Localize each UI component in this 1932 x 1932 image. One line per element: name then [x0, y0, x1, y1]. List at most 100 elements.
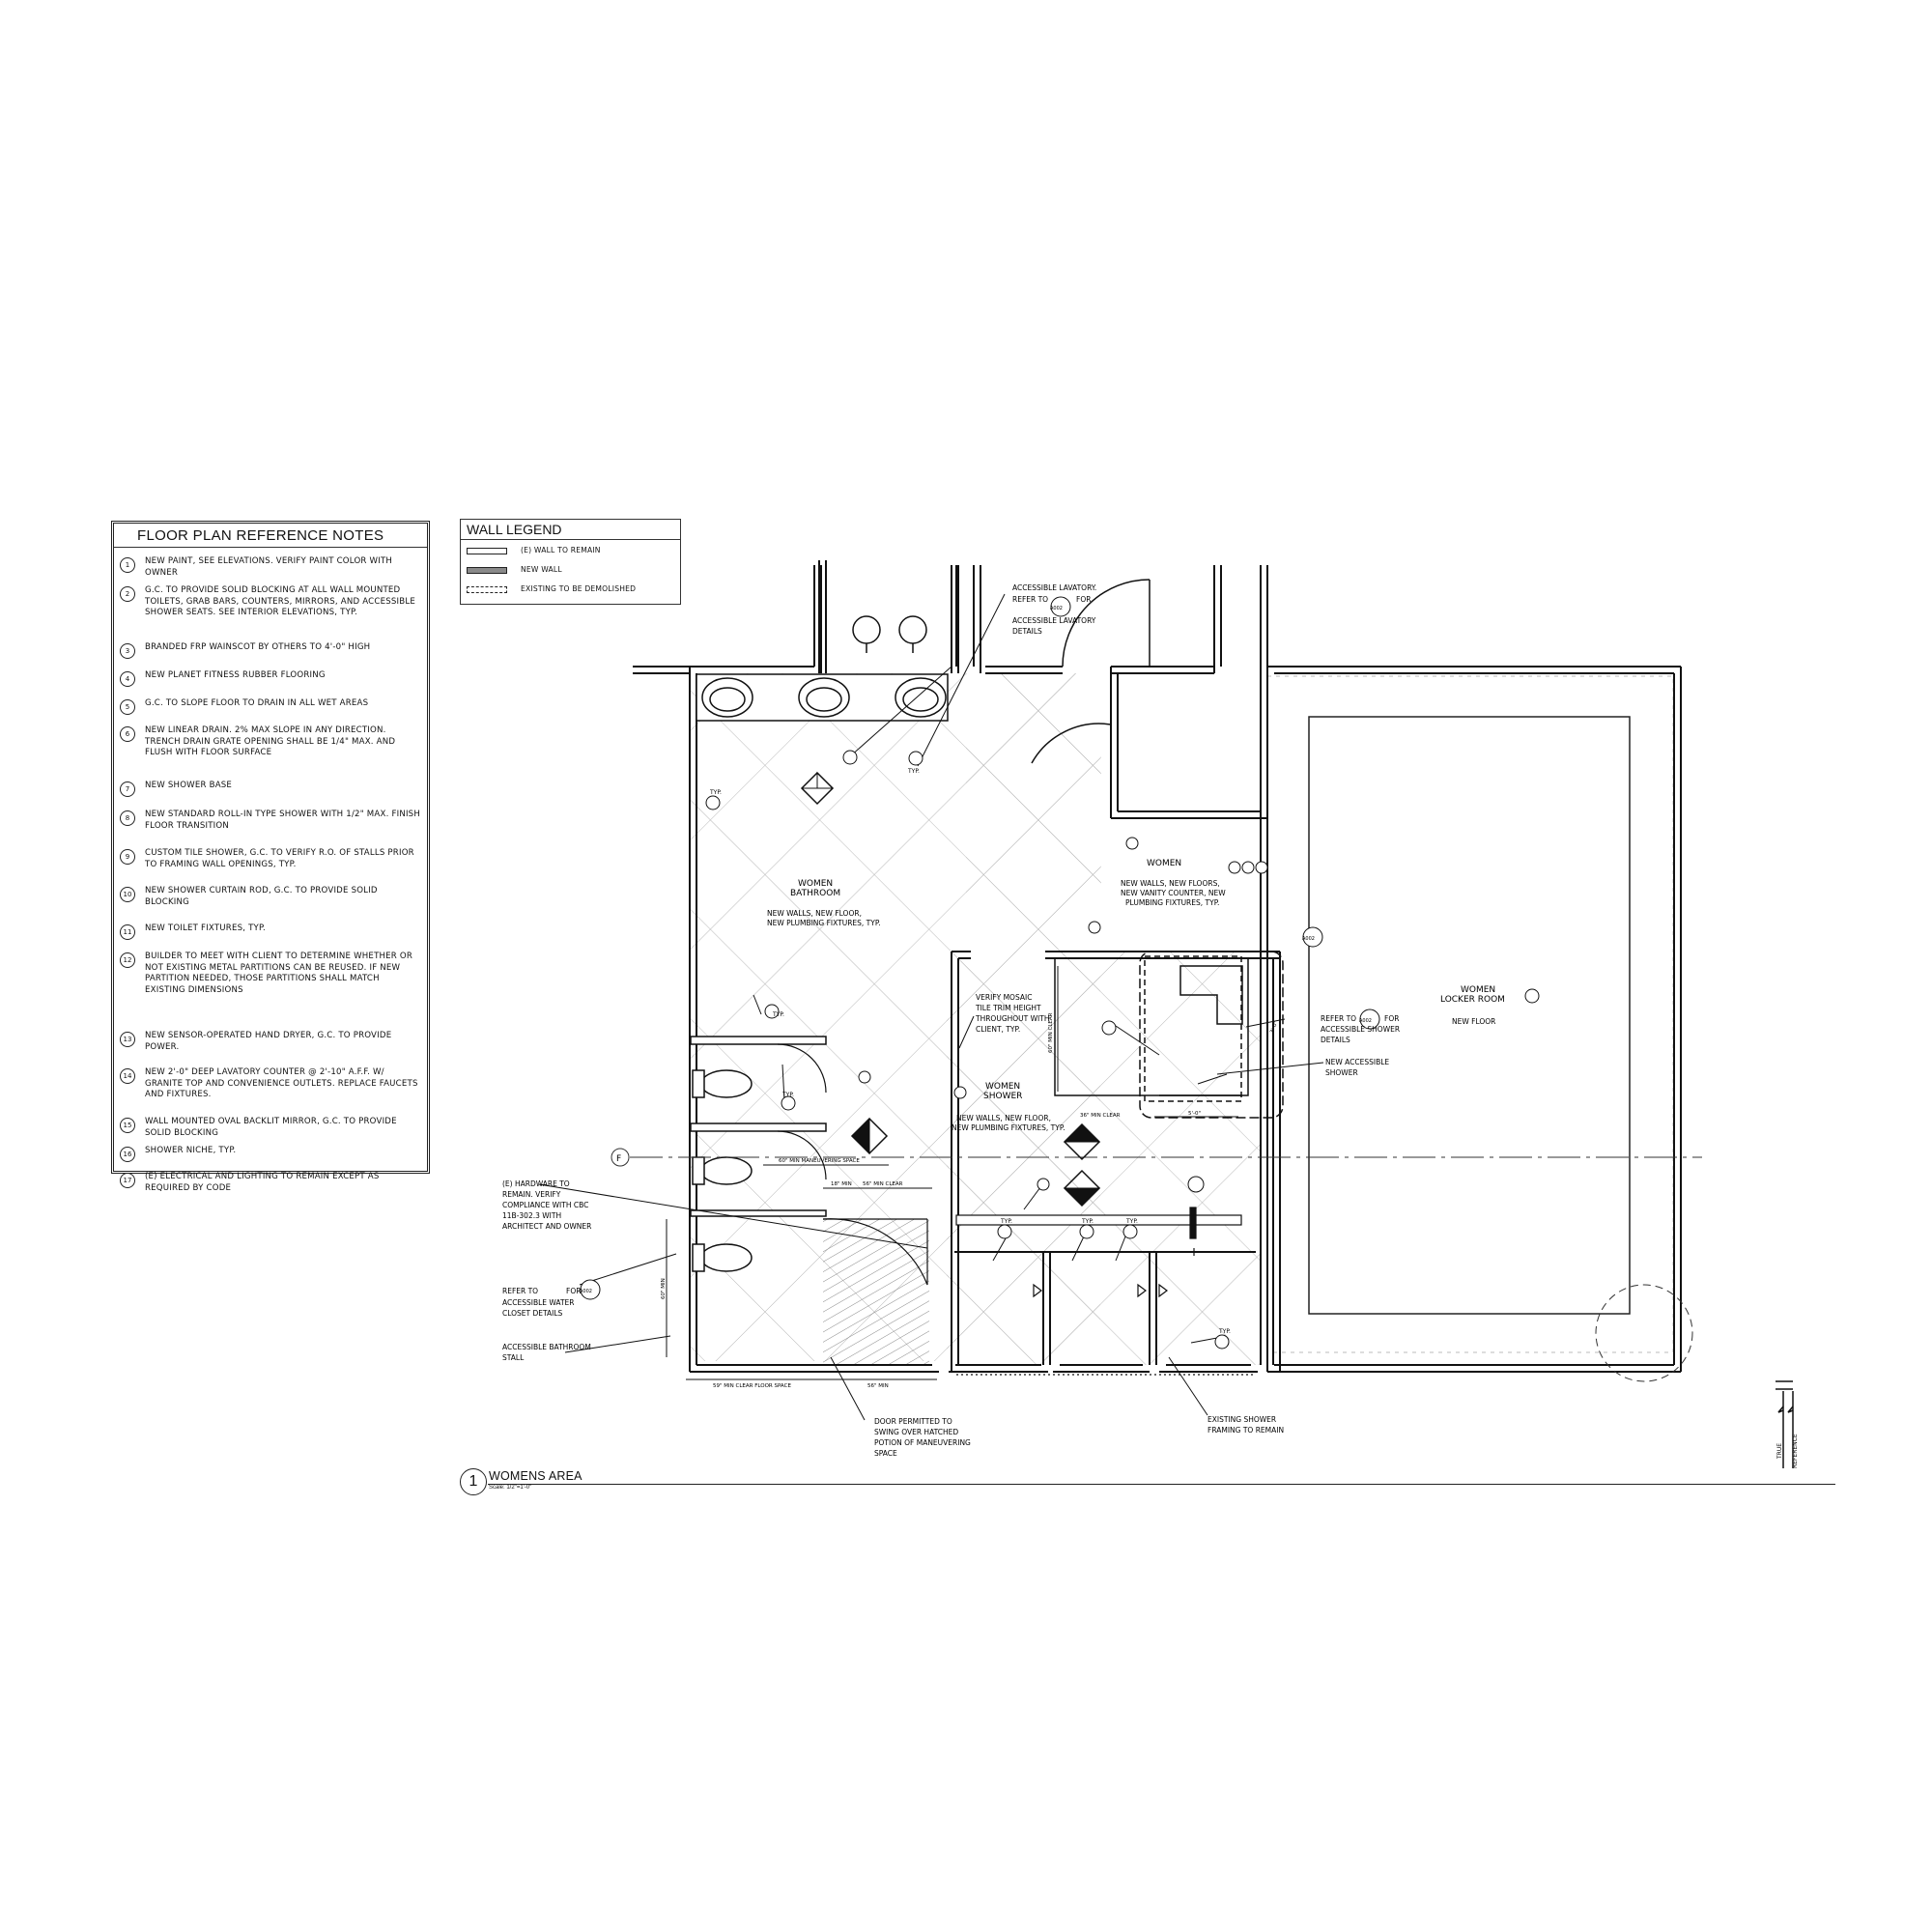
shower-name-2: SHOWER [983, 1092, 1022, 1101]
callout-stall-2: STALL [502, 1353, 525, 1362]
vanity-entry-door [1031, 579, 1151, 764]
callout-water-closet-3: CLOSET DETAILS [502, 1309, 563, 1318]
north-label-true: True [1776, 1443, 1783, 1460]
note-number: 16 [120, 1147, 135, 1162]
note-text: NEW LINEAR DRAIN. 2% MAX SLOPE IN ANY DI… [145, 725, 396, 758]
drawing-title: WOMENS AREA [489, 1469, 582, 1483]
callout-new-shower: NEW ACCESSIBLE [1325, 1058, 1389, 1066]
note-text: WALL MOUNTED OVAL BACKLIT MIRROR, G.C. T… [145, 1117, 397, 1138]
notes-divider [114, 547, 427, 548]
callout-mosaic-3: THROUGHOUT WITH [975, 1014, 1049, 1023]
callout-existing-shower-2: FRAMING TO REMAIN [1208, 1426, 1284, 1435]
stall-door-swings [777, 1043, 928, 1286]
drawing-scale: Scale: 1/2"=1'-0" [489, 1485, 532, 1491]
callout-door-3: POTION OF MANEUVERING [874, 1438, 971, 1447]
note-number: 1 [120, 557, 135, 573]
note-number: 3 [120, 643, 135, 659]
callout-lavatory-for: FOR [1076, 595, 1091, 604]
callout-lavatory-4: DETAILS [1012, 627, 1042, 636]
callout-door-4: SPACE [874, 1449, 897, 1458]
shower-note: NEW WALLS, NEW FLOOR, [956, 1114, 1051, 1122]
typ-label: TYP. [1125, 1218, 1138, 1225]
note-text: (E) ELECTRICAL AND LIGHTING TO REMAIN EX… [145, 1172, 380, 1193]
legend-label: EXISTING TO BE DEMOLISHED [521, 584, 637, 593]
note-text: NEW SENSOR-OPERATED HAND DRYER, G.C. TO … [145, 1031, 392, 1052]
callout-hardware-2: REMAIN. VERIFY [502, 1190, 561, 1199]
callout-hardware-3: COMPLIANCE WITH CBC [502, 1201, 588, 1209]
callout-water-closet: REFER TO [502, 1287, 538, 1295]
dim-maneuvering: 60" MIN MANEUVERING SPACE [779, 1158, 860, 1164]
dim-56-clear: 56" MIN CLEAR [863, 1181, 903, 1187]
note-number: 2 [120, 586, 135, 602]
detail-ref: A002 [1359, 1018, 1372, 1024]
locker-name-2: LOCKER ROOM [1440, 995, 1505, 1005]
callout-mosaic-2: TILE TRIM HEIGHT [975, 1004, 1041, 1012]
note-number: 12 [120, 952, 135, 968]
bathroom-note: NEW WALLS, NEW FLOOR, [767, 909, 862, 918]
leader-lines [538, 593, 1324, 1421]
note-text: NEW STANDARD ROLL-IN TYPE SHOWER WITH 1/… [145, 810, 420, 831]
callout-water-closet-for: FOR [566, 1287, 581, 1295]
note-text: NEW SHOWER CURTAIN ROD, G.C. TO PROVIDE … [145, 886, 378, 907]
note-number: 17 [120, 1173, 135, 1188]
mirror-lavatory-elevation [852, 615, 927, 653]
floor-plan-reference-notes: FLOOR PLAN REFERENCE NOTES 1 NEW PAINT, S… [111, 521, 430, 1193]
callout-door-2: SWING OVER HATCHED [874, 1428, 958, 1436]
callout-mosaic-4: CLIENT, TYP. [976, 1025, 1020, 1034]
legend-row-remain: (E) WALL TO REMAIN [461, 545, 680, 558]
typ-label: TYP. [907, 768, 920, 775]
drawing-title-underline [488, 1484, 1835, 1485]
grid-label: F [616, 1154, 621, 1164]
callout-door: DOOR PERMITTED TO [874, 1417, 952, 1426]
dim-5-0: 5'-0" [1188, 1111, 1201, 1117]
typ-label: TYP. [772, 1011, 784, 1018]
dim-floor-space: 59" MIN CLEAR FLOOR SPACE [713, 1383, 791, 1389]
legend-label: (E) WALL TO REMAIN [521, 546, 601, 554]
note-text: NEW PAINT, SEE ELEVATIONS. VERIFY PAINT … [145, 556, 393, 578]
detail-ref: A002 [1302, 936, 1315, 942]
detail-ref: A002 [1050, 606, 1063, 611]
callout-hardware-5: ARCHITECT AND OWNER [502, 1222, 591, 1231]
note-item: 17 (E) ELECTRICAL AND LIGHTING TO REMAIN … [120, 1172, 421, 1194]
legend-title: WALL LEGEND [467, 522, 562, 537]
toilet-stalls [690, 1036, 827, 1272]
column-circle [1595, 1284, 1693, 1382]
callout-lavatory-3: ACCESSIBLE LAVATORY [1012, 616, 1096, 625]
note-text: G.C. TO SLOPE FLOOR TO DRAIN IN ALL WET … [145, 698, 369, 708]
note-number: 14 [120, 1068, 135, 1084]
women-vanity-name: WOMEN [1147, 859, 1181, 868]
locker-room-floor [1308, 716, 1631, 1315]
note-text: NEW 2'-0" DEEP LAVATORY COUNTER @ 2'-10"… [145, 1067, 418, 1100]
dim-56-min: 56" MIN [867, 1383, 889, 1389]
legend-label: NEW WALL [521, 565, 562, 574]
note-text: NEW PLANET FITNESS RUBBER FLOORING [145, 670, 326, 680]
typ-label: TYP. [1218, 1328, 1231, 1335]
notes-title: FLOOR PLAN REFERENCE NOTES [137, 527, 384, 544]
legend-row-new: NEW WALL [461, 564, 680, 578]
note-item: 8 NEW STANDARD ROLL-IN TYPE SHOWER WITH 1… [120, 810, 421, 832]
bathroom-note-2: NEW PLUMBING FIXTURES, TYP. [767, 919, 881, 927]
north-arrow [1776, 1380, 1794, 1468]
callout-lavatory: ACCESSIBLE LAVATORY. [1012, 583, 1096, 592]
note-item: 16 SHOWER NICHE, TYP. [120, 1146, 421, 1162]
note-text: BUILDER TO MEET WITH CLIENT TO DETERMINE… [145, 952, 413, 995]
note-item: 12 BUILDER TO MEET WITH CLIENT TO DETERMI… [120, 952, 421, 996]
note-text: NEW TOILET FIXTURES, TYP. [145, 923, 266, 933]
bathroom-name-2: BATHROOM [790, 889, 840, 898]
women-vanity-note: NEW WALLS, NEW FLOORS, [1121, 879, 1220, 888]
shower-stalls [955, 1207, 1256, 1376]
north-label-reference: Reference [1792, 1434, 1799, 1468]
dim-60-min: 60" MIN [661, 1278, 667, 1299]
note-text: SHOWER NICHE, TYP. [145, 1146, 237, 1155]
shower-note-2: NEW PLUMBING FIXTURES, TYP. [952, 1123, 1065, 1132]
hatched-door-swing [823, 1219, 929, 1364]
note-number: 11 [120, 924, 135, 940]
women-vanity-note-3: PLUMBING FIXTURES, TYP. [1125, 898, 1219, 907]
note-number: 8 [120, 810, 135, 826]
